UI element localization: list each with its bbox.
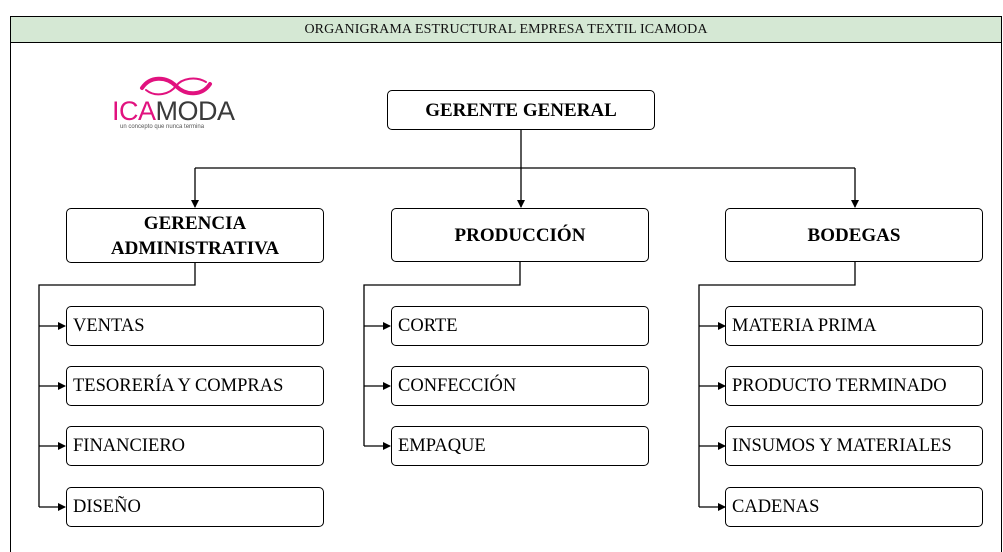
node-producto-terminado: PRODUCTO TERMINADO bbox=[725, 366, 983, 406]
logo-wordmark: ICAMODA bbox=[112, 96, 235, 126]
node-label: DISEÑO bbox=[73, 496, 141, 517]
node-bodegas: BODEGAS bbox=[725, 208, 983, 262]
node-gerencia-administrativa: GERENCIA ADMINISTRATIVA bbox=[66, 208, 324, 263]
node-financiero: FINANCIERO bbox=[66, 426, 324, 466]
node-label: VENTAS bbox=[73, 315, 145, 336]
node-label: FINANCIERO bbox=[73, 435, 186, 456]
diagram-title: ORGANIGRAMA ESTRUCTURAL EMPRESA TEXTIL I… bbox=[10, 16, 1002, 43]
node-label-line1: GERENCIA bbox=[143, 212, 247, 234]
node-label-line2: ADMINISTRATIVA bbox=[110, 237, 280, 259]
node-diseno: DISEÑO bbox=[66, 487, 324, 527]
node-label: MATERIA PRIMA bbox=[732, 315, 877, 336]
node-materia-prima: MATERIA PRIMA bbox=[725, 306, 983, 346]
node-label: INSUMOS Y MATERIALES bbox=[732, 435, 952, 456]
node-insumos-y-materiales: INSUMOS Y MATERIALES bbox=[725, 426, 983, 466]
node-label: CORTE bbox=[398, 315, 458, 336]
node-label: PRODUCCIÓN bbox=[454, 224, 586, 246]
logo-tagline: un concepto que nunca termina bbox=[120, 124, 205, 130]
node-cadenas: CADENAS bbox=[725, 487, 983, 527]
node-gerente-general: GERENTE GENERAL bbox=[387, 90, 655, 130]
node-ventas: VENTAS bbox=[66, 306, 324, 346]
node-label: GERENTE GENERAL bbox=[425, 99, 617, 121]
node-corte: CORTE bbox=[391, 306, 649, 346]
node-tesoreria-y-compras: TESORERÍA Y COMPRAS bbox=[66, 366, 324, 406]
infinity-swirl-icon bbox=[140, 76, 212, 96]
node-empaque: EMPAQUE bbox=[391, 426, 649, 466]
node-produccion: PRODUCCIÓN bbox=[391, 208, 649, 262]
node-label: EMPAQUE bbox=[398, 435, 486, 456]
node-label: CADENAS bbox=[732, 496, 820, 517]
node-label: TESORERÍA Y COMPRAS bbox=[73, 375, 284, 396]
node-label: PRODUCTO TERMINADO bbox=[732, 375, 947, 396]
node-confeccion: CONFECCIÓN bbox=[391, 366, 649, 406]
node-label: BODEGAS bbox=[807, 224, 901, 246]
node-label: CONFECCIÓN bbox=[398, 375, 517, 396]
icamoda-logo: ICAMODA un concepto que nunca termina bbox=[108, 74, 248, 136]
